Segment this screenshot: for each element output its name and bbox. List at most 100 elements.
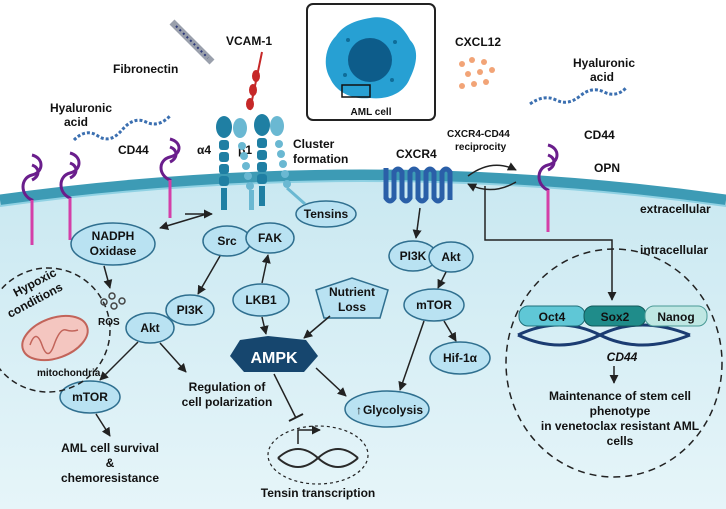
cd44-left-label: CD44 (118, 143, 149, 157)
cxcr4-receptor-icon (383, 166, 453, 204)
nucleus-region (505, 248, 723, 478)
ros-label: ROS (98, 317, 120, 328)
vcam1-icon (246, 51, 263, 111)
fak-node (245, 222, 295, 254)
hyaluronic-left-label-1: Hyaluronic (50, 101, 112, 115)
pi3k-left-node (165, 294, 215, 326)
fak-label: FAK (258, 231, 282, 245)
nutrient-label-1: Nutrient (329, 285, 375, 299)
hypoxic-region (0, 267, 111, 393)
glycolysis-up-arrow: ↑ (356, 403, 362, 417)
cd44-receptor-left-2 (59, 151, 81, 240)
arrow-cd44-nadph (159, 212, 211, 230)
tensins-label: Tensins (304, 207, 349, 221)
arrow-src-pi3k (197, 255, 221, 295)
akt-left-node (125, 312, 175, 344)
cluster-label-1: Cluster (293, 137, 335, 151)
nanog-box (644, 305, 708, 327)
hyaluronic-right-label-2: acid (590, 70, 614, 84)
dna-icon (277, 425, 359, 468)
integrin-beta1-icon (233, 118, 254, 210)
aml-cell-inset: AML cell (306, 3, 436, 121)
akt-left-label: Akt (140, 321, 159, 335)
tensin-transcription-region (267, 425, 369, 485)
hyaluronic-right-label-1: Hyaluronic (573, 56, 635, 70)
nadph-oxidase-node (70, 222, 156, 266)
vcam1-label: VCAM-1 (226, 34, 272, 48)
ampk-node (230, 336, 318, 372)
stem-label-1: Maintenance of stem cell (549, 389, 691, 403)
akt-right-label: Akt (441, 250, 460, 264)
survival-label-1: AML cell survival (61, 441, 159, 455)
arrow-mtor-survival (95, 413, 111, 437)
arrow-lkb1-ampk (259, 316, 269, 335)
sox2-label: Sox2 (601, 310, 630, 324)
cd44-right-label: CD44 (584, 128, 615, 142)
lkb1-label: LKB1 (245, 293, 277, 307)
regulation-label-2: cell polarization (182, 395, 273, 409)
arrow-mtor-hif (443, 320, 457, 342)
arrow-nutrient-ampk (303, 315, 331, 339)
arrow-akt-regulation (159, 342, 187, 373)
mtor-right-label: mTOR (416, 298, 452, 312)
cd44-receptor-left-3 (159, 137, 181, 218)
fibronectin-label: Fibronectin (113, 62, 178, 76)
mtor-right-node (403, 288, 465, 322)
integrin-cluster-icon (254, 114, 291, 206)
cell-membrane (0, 169, 726, 206)
cd44-gene-label: CD44 (607, 350, 638, 364)
akt-right-node (428, 241, 474, 273)
survival-label-3: chemoresistance (61, 471, 159, 485)
hyaluronic-acid-left-icon (72, 114, 172, 142)
cluster-label-2: formation (293, 152, 348, 166)
src-label: Src (217, 234, 237, 248)
survival-label-2: & (106, 456, 115, 470)
arrow-nadph-ros (103, 265, 113, 289)
tensins-node (295, 200, 357, 228)
pi3k-right-label: PI3K (400, 249, 427, 263)
mitochondria-icon (21, 314, 89, 362)
arrow-ampk-glycolysis (315, 367, 347, 397)
ampk-label: AMPK (250, 350, 298, 367)
dna-strand-nucleus (517, 323, 691, 347)
reciprocity-arrow-top (467, 162, 517, 177)
oct4-label: Oct4 (539, 310, 566, 324)
nutrient-loss-node (315, 277, 389, 319)
tensin-transcription-label: Tensin transcription (261, 486, 375, 500)
mtor-left-label: mTOR (72, 390, 108, 404)
regulation-label-1: Regulation of (189, 380, 267, 394)
cxcl12-icon (459, 57, 495, 89)
arrow-akt-mtor (99, 341, 139, 381)
arrow-mtor-glycolysis (398, 320, 425, 391)
cd44-receptor-left-1 (21, 153, 43, 245)
nadph-label-2: Oxidase (90, 244, 137, 258)
reciprocity-label-2: reciprocity (455, 142, 507, 153)
reciprocity-label-1: CXCR4-CD44 (447, 129, 510, 140)
glycolysis-node (344, 390, 430, 428)
alpha4-label: α4 (197, 143, 211, 157)
arrow-cxcr4-pi3k (412, 207, 422, 239)
fibronectin-icon (169, 19, 215, 65)
glycolysis-label: Glycolysis (363, 403, 423, 417)
mtor-left-node (59, 380, 121, 414)
ros-icon (100, 292, 126, 310)
pi3k-left-label: PI3K (177, 303, 204, 317)
integrin-alpha4-icon (216, 116, 232, 210)
extracellular-label: extracellular (640, 202, 711, 216)
hif1a-label: Hif-1α (443, 351, 478, 365)
inhibit-ampk-transcription (273, 373, 297, 419)
cd44-receptor-right (537, 143, 559, 232)
aml-cell-label: AML cell (351, 107, 392, 118)
cxcl12-label: CXCL12 (455, 35, 501, 49)
hyaluronic-acid-right-icon (529, 86, 628, 106)
nutrient-label-2: Loss (338, 300, 366, 314)
hif1a-node (429, 341, 491, 375)
cytoplasm (0, 175, 726, 509)
hyaluronic-left-label-2: acid (64, 115, 88, 129)
intracellular-label: intracellular (640, 243, 708, 257)
nanog-label: Nanog (657, 310, 694, 324)
stem-label-4: cells (607, 434, 634, 448)
arrow-akt-mtor-right (437, 271, 447, 289)
stem-label-3: in venetoclax resistant AML (541, 419, 699, 433)
